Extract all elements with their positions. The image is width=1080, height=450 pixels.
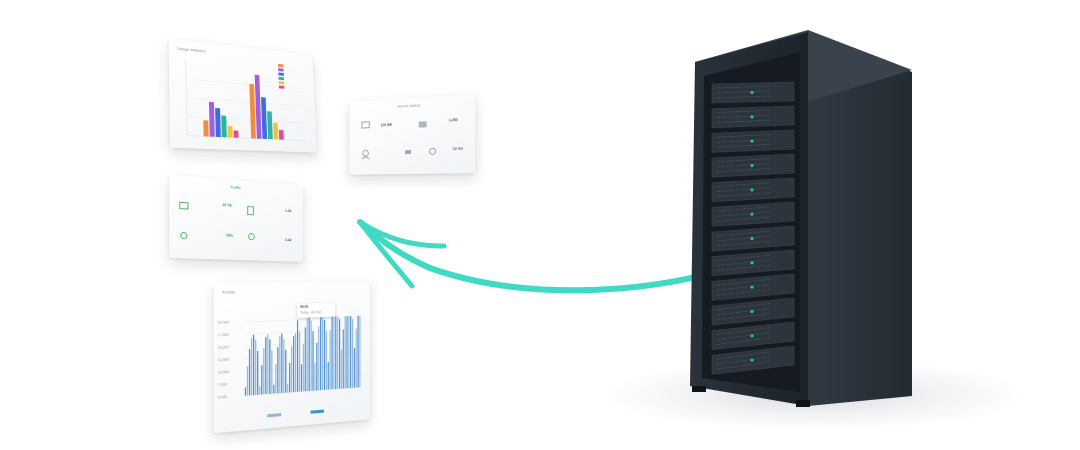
vent-line: [715, 114, 771, 119]
server-stats-icons: [349, 94, 475, 175]
status-led: [750, 139, 754, 143]
status-led: [750, 236, 754, 241]
vent-line: [715, 283, 771, 291]
server-foot-right: [796, 400, 810, 407]
bar-chart-card: Usage statistics: [168, 38, 318, 153]
vent-line: [715, 351, 771, 360]
vent-line: [715, 259, 771, 267]
server-foot-left: [692, 386, 706, 392]
bar: [254, 74, 262, 139]
vent-line: [715, 313, 771, 321]
vent-line: [715, 163, 771, 168]
vent-line: [715, 278, 771, 286]
arrow-head-upper: [357, 219, 447, 249]
vent-line: [715, 337, 771, 346]
bar: [267, 111, 273, 140]
vent-line: [715, 211, 771, 217]
vent-line: [715, 90, 771, 94]
vent-line: [715, 303, 771, 311]
status-led: [750, 334, 754, 338]
bar: [233, 130, 239, 138]
status-led: [750, 212, 754, 216]
drive-bays: [711, 81, 795, 375]
vent-line: [715, 143, 771, 148]
vent-line: [715, 182, 771, 188]
vent-line: [715, 187, 771, 193]
server-side-panel: [808, 32, 912, 406]
vent-line: [715, 235, 771, 242]
server-stats-card: Server status 120 GB 1,250 12 ms: [349, 94, 476, 175]
status-led: [750, 163, 754, 168]
activity-bar: [300, 364, 303, 392]
vent-line: [715, 192, 771, 198]
vent-line: [715, 308, 771, 316]
vent-line: [715, 133, 771, 138]
status-led: [750, 90, 754, 95]
vent-line: [715, 254, 771, 262]
arrow-head-lower: [357, 219, 415, 289]
bar-chart-graphic: [169, 38, 318, 152]
vent-line: [715, 216, 771, 222]
activity-bar: [289, 362, 291, 393]
vent-line: [715, 230, 771, 237]
vent-line: [715, 327, 771, 336]
vent-line: [715, 109, 771, 114]
activity-bar: [292, 335, 295, 392]
vent-line: [715, 138, 771, 143]
bar: [227, 125, 233, 138]
vent-line: [715, 288, 771, 296]
activity-bar: [287, 383, 289, 393]
vent-line: [715, 332, 771, 341]
status-led: [750, 261, 754, 265]
bar: [261, 97, 268, 140]
vent-line: [715, 95, 771, 99]
vent-line: [715, 356, 771, 365]
status-led: [750, 188, 754, 192]
vent-line: [715, 240, 771, 247]
vent-line: [715, 119, 771, 124]
vent-line: [715, 206, 771, 212]
status-led: [750, 285, 754, 289]
activity-graphic: [214, 315, 371, 418]
status-led: [750, 358, 754, 362]
vent-line: [715, 361, 771, 370]
status-led: [750, 115, 754, 119]
chart-icon: [405, 149, 411, 155]
activity-bar: [295, 333, 297, 393]
status-led: [750, 309, 754, 314]
vent-line: [715, 264, 771, 272]
grid-icon: [418, 121, 427, 128]
vent-line: [715, 168, 771, 173]
vent-line: [715, 158, 771, 163]
bar: [273, 122, 279, 140]
arrow-curve: [357, 219, 740, 294]
vent-line: [715, 85, 771, 89]
